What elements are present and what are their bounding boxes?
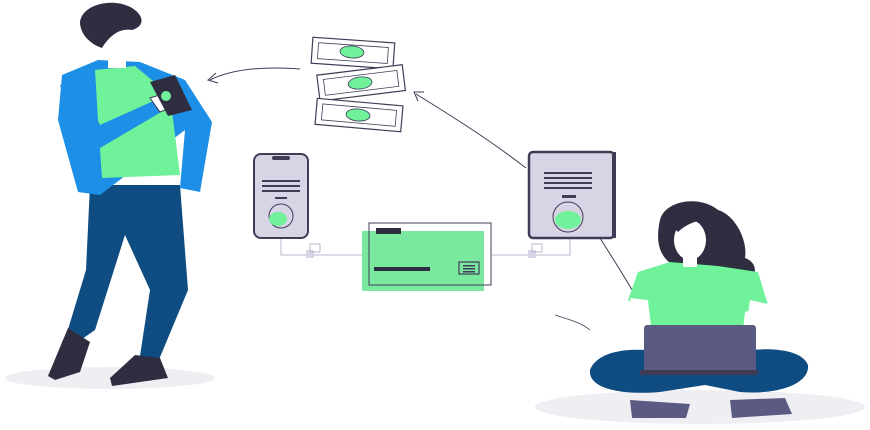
arrow-to-bills: [415, 93, 527, 169]
man-figure: [48, 2, 212, 386]
banknote-3: [314, 97, 404, 133]
money-flow-arrows: [206, 67, 527, 169]
banknote-2: [316, 64, 407, 102]
smartphone-device: [253, 153, 309, 239]
man-arm: [60, 80, 168, 148]
device-connectors: [280, 238, 571, 258]
man-shoe-left: [48, 328, 90, 380]
man-hair: [80, 2, 142, 49]
woman-hair-front: [668, 209, 716, 232]
man-legs: [66, 185, 188, 362]
banknote-1: [310, 36, 396, 70]
woman-foot-left: [630, 400, 690, 418]
woman-ground-shadow: [535, 390, 865, 424]
woman-neck: [683, 255, 697, 267]
man-neck: [108, 42, 126, 68]
loose-cable: [554, 314, 591, 331]
man-phone: [150, 75, 192, 116]
credit-card: [362, 222, 492, 291]
banknote-stack: [310, 36, 407, 133]
laptop-base: [640, 370, 758, 375]
arrow-to-man: [209, 67, 301, 81]
arrow-head-to-man: [206, 72, 219, 84]
woman-figure: [554, 201, 809, 418]
arrow-head-to-bills: [413, 91, 424, 102]
man-phone-dot: [161, 91, 171, 101]
woman-face: [674, 220, 706, 260]
payment-terminal-device: [527, 150, 616, 240]
man-shoe-right: [110, 355, 168, 386]
laptop: [644, 325, 756, 373]
woman-shirt: [628, 262, 768, 345]
woman-foot-right: [730, 398, 792, 418]
